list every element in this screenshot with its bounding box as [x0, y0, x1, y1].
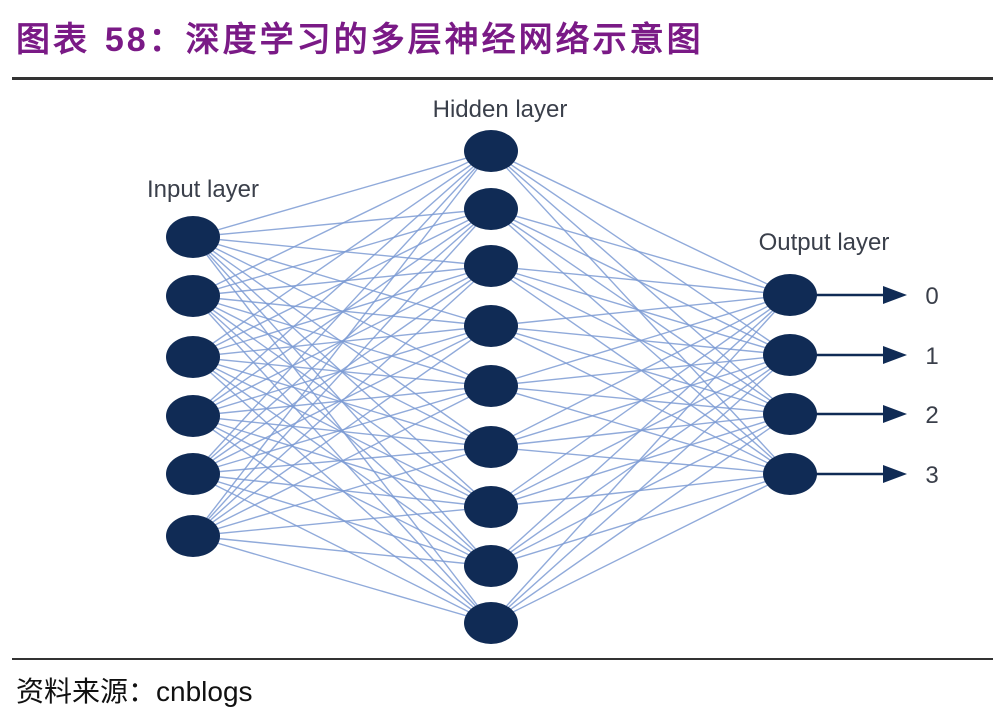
edge — [490, 473, 791, 624]
hidden-node — [464, 188, 518, 230]
edge — [490, 294, 791, 508]
edge — [192, 446, 492, 537]
output-label: 0 — [925, 283, 938, 310]
edge — [192, 325, 492, 537]
edge — [192, 535, 492, 567]
hidden-node — [464, 486, 518, 528]
input-node — [166, 275, 220, 317]
edge — [192, 265, 492, 475]
edge — [490, 208, 791, 415]
arrow-head-icon — [883, 405, 907, 423]
input-node — [166, 216, 220, 258]
edge — [192, 385, 492, 537]
figure-number: 58 — [104, 21, 149, 59]
input-layer-label: Input layer — [147, 176, 259, 203]
output-node — [763, 393, 817, 435]
edge — [192, 150, 492, 358]
edge — [490, 150, 791, 356]
source-value: cnblogs — [156, 676, 253, 707]
top-divider — [12, 77, 993, 80]
hidden-node — [464, 305, 518, 347]
output-label: 3 — [925, 462, 938, 489]
output-node — [763, 274, 817, 316]
edge — [490, 413, 791, 624]
edge — [490, 150, 791, 296]
edge — [192, 150, 492, 475]
edge — [490, 385, 791, 415]
edge — [192, 473, 492, 508]
hidden-node — [464, 426, 518, 468]
input-node — [166, 395, 220, 437]
edge — [192, 506, 492, 537]
edge — [490, 294, 791, 327]
edge — [192, 535, 492, 624]
edge — [490, 208, 791, 296]
bottom-divider — [12, 658, 993, 660]
edge — [192, 208, 492, 475]
edge — [490, 354, 791, 624]
output-label: 2 — [925, 402, 938, 429]
edge — [192, 150, 492, 238]
edge — [192, 150, 492, 537]
source-label: 资料来源： — [16, 675, 157, 708]
output-node — [763, 334, 817, 376]
arrow-head-icon — [883, 465, 907, 483]
edge — [490, 265, 791, 296]
title-text: ：深度学习的多层神经网络示意图 — [148, 20, 704, 60]
edge — [490, 354, 791, 567]
outputs: 0 1 2 3 — [815, 283, 939, 489]
edges — [192, 150, 791, 624]
input-node — [166, 453, 220, 495]
edge — [192, 208, 492, 297]
output-node — [763, 453, 817, 495]
edge — [192, 385, 492, 475]
edge — [192, 265, 492, 537]
arrow-head-icon — [883, 346, 907, 364]
edge — [192, 265, 492, 297]
edge — [490, 473, 791, 567]
edge — [490, 294, 791, 387]
output-label: 1 — [925, 343, 938, 370]
input-node — [166, 515, 220, 557]
edge — [490, 294, 791, 567]
edge — [192, 295, 492, 624]
edge — [192, 208, 492, 537]
edge — [192, 473, 492, 567]
arrow-head-icon — [883, 286, 907, 304]
figure-title: 图表 58：深度学习的多层神经网络示意图 — [16, 12, 704, 61]
input-node — [166, 336, 220, 378]
hidden-node — [464, 602, 518, 644]
hidden-node — [464, 130, 518, 172]
edge — [192, 325, 492, 475]
title-prefix: 图表 — [16, 20, 90, 60]
edge — [192, 150, 492, 297]
edge — [192, 325, 492, 417]
edge — [490, 294, 791, 448]
output-layer-label: Output layer — [759, 229, 890, 256]
edge — [490, 413, 791, 567]
edge — [490, 294, 791, 624]
edge — [192, 473, 492, 624]
edge — [192, 236, 492, 267]
edge — [192, 150, 492, 417]
edge — [490, 150, 791, 475]
hidden-node — [464, 245, 518, 287]
nodes — [166, 130, 817, 644]
hidden-node — [464, 545, 518, 587]
source-note: 资料来源：cnblogs — [16, 670, 253, 710]
hidden-layer-label: Hidden layer — [433, 96, 568, 123]
hidden-node — [464, 365, 518, 407]
